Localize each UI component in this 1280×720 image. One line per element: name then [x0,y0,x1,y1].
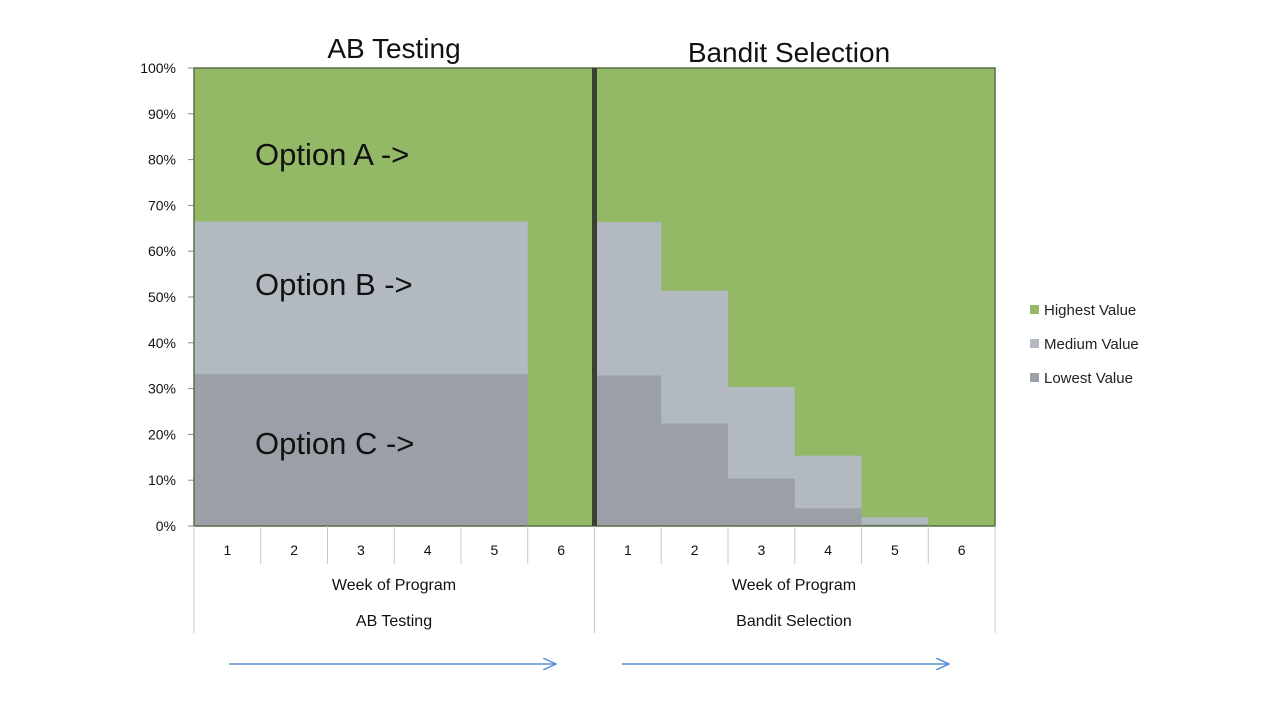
x-tick-label: 6 [557,542,565,558]
y-tick-label: 60% [148,243,176,259]
y-tick-label: 20% [148,426,176,442]
y-tick-label: 40% [148,335,176,351]
bar-segment-highest-value [594,68,662,223]
bar-segment-medium-value [327,220,395,375]
bar-segment-lowest-value [861,523,929,527]
bar-segment-lowest-value [661,422,729,527]
x-axis: 1 2 3 4 5 6 1 2 3 4 5 6 [193,526,996,633]
legend-swatch-medium [1030,339,1039,348]
legend-label-lowest: Lowest Value [1044,370,1133,387]
bar-segment-lowest-value [728,477,796,527]
bar-segment-highest-value [260,68,329,222]
legend-label-highest: Highest Value [1044,302,1136,319]
bar-segment-highest-value [327,68,395,222]
bar-segment-highest-value [794,68,863,456]
bar-segment-medium-value [394,220,462,375]
legend-label-medium: Medium Value [1044,336,1139,353]
bar-segment-highest-value [394,68,462,222]
x-tick-label: 1 [624,542,632,558]
annotation-option-b: Option B -> [255,267,413,302]
y-tick-label: 70% [148,197,176,213]
x-axis-label-week-ab: Week of Program [332,577,456,594]
x-axis-label-bandit-selection: Bandit Selection [736,613,852,630]
legend-swatch-lowest [1030,373,1039,382]
x-tick-label: 2 [290,542,298,558]
bar-segment-highest-value [461,68,529,222]
bar-segment-lowest-value [461,373,529,527]
bar-segment-highest-value [928,68,996,527]
bar-segment-lowest-value [194,373,262,527]
bar-segment-medium-value [661,290,729,424]
bar-segment-highest-value [861,68,929,518]
bar-segment-medium-value [728,386,796,479]
y-tick-label: 90% [148,106,176,122]
bar-segment-medium-value [260,220,329,375]
y-tick-label: 80% [148,152,176,168]
legend: Highest Value Medium Value Lowest Value [1030,302,1139,387]
legend-swatch-highest [1030,305,1039,314]
bar-segment-highest-value [661,68,729,291]
bar-segment-highest-value [194,68,262,222]
y-tick-label: 0% [156,518,176,534]
bar-segment-lowest-value [594,374,662,527]
y-axis: 0% 10% 20% 30% 40% 50% 60% 70% 80% 90% 100% [140,60,194,534]
y-tick-label: 30% [148,381,176,397]
annotation-option-c: Option C -> [255,426,414,461]
y-tick-label: 50% [148,289,176,305]
x-tick-label: 5 [891,542,899,558]
y-tick-label: 10% [148,472,176,488]
bar-segment-medium-value [594,221,662,376]
panel-title-ab-testing: AB Testing [327,33,460,64]
bar-segment-highest-value [527,68,596,527]
x-tick-label: 4 [424,542,432,558]
bar-segment-lowest-value [327,373,395,527]
panel-title-bandit-selection: Bandit Selection [688,37,890,68]
x-tick-label: 3 [357,542,365,558]
bar-segment-medium-value [461,220,529,375]
x-axis-label-week-bandit: Week of Program [732,577,856,594]
x-tick-label: 3 [757,542,765,558]
x-tick-label: 1 [223,542,231,558]
bar-segment-lowest-value [260,373,329,527]
x-tick-label: 4 [824,542,832,558]
x-tick-label: 2 [691,542,699,558]
x-tick-label: 5 [490,542,498,558]
annotation-option-a: Option A -> [255,137,409,172]
bar-segment-lowest-value [394,373,462,527]
bar-segment-lowest-value [794,507,863,527]
bar-segment-medium-value [194,220,262,375]
x-axis-label-ab-testing: AB Testing [356,613,432,630]
bar-segment-medium-value [794,455,863,509]
y-tick-label: 100% [140,60,176,76]
bar-segment-highest-value [728,68,796,387]
bar-segment-medium-value [861,516,929,525]
bars-layer [194,68,996,527]
x-tick-label: 6 [958,542,966,558]
